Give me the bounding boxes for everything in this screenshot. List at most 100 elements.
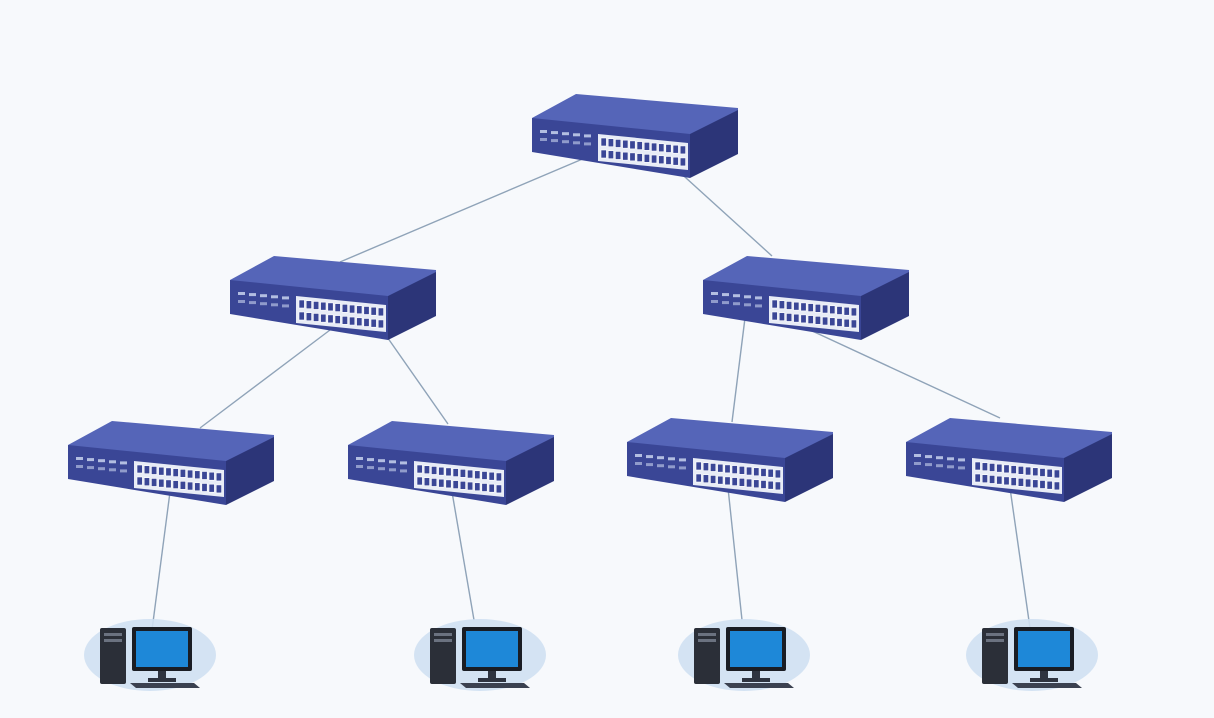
rj45-port	[179, 469, 186, 478]
rj45-port	[702, 462, 709, 472]
rj45-port	[474, 470, 481, 480]
drive-bay	[698, 639, 716, 642]
rj45-port	[208, 483, 215, 493]
rj45-port	[695, 473, 702, 483]
rj45-port	[143, 465, 150, 475]
status-led	[914, 462, 921, 465]
rj45-port	[850, 307, 857, 317]
rj45-port	[731, 465, 738, 474]
link-switch-root-to-switch-l1-left	[339, 154, 593, 263]
rj45-port	[778, 300, 785, 310]
status-led	[573, 141, 580, 145]
rj45-port	[136, 476, 143, 486]
rj45-port	[334, 303, 341, 312]
port-panel	[769, 296, 859, 332]
rj45-port	[615, 151, 622, 160]
network-switch-icon	[906, 418, 1112, 502]
status-led	[711, 300, 718, 303]
rj45-port	[363, 318, 370, 327]
rj45-port	[1039, 480, 1046, 489]
status-led	[282, 304, 289, 308]
rj45-port	[459, 481, 466, 490]
port-panel	[296, 296, 386, 332]
status-led	[87, 458, 94, 462]
status-led	[958, 466, 965, 470]
status-led	[540, 130, 547, 133]
rj45-port	[989, 463, 996, 472]
rj45-port	[710, 475, 717, 484]
status-led	[711, 292, 718, 295]
rj45-port	[423, 465, 430, 475]
pc-tower	[430, 628, 456, 684]
rj45-port	[459, 469, 466, 478]
rj45-port	[974, 473, 981, 483]
rj45-port	[298, 311, 305, 321]
rj45-port	[717, 463, 724, 473]
status-led	[635, 454, 642, 457]
status-led	[936, 464, 943, 468]
rj45-port	[996, 463, 1003, 473]
rj45-port	[416, 476, 423, 486]
rj45-port	[702, 474, 709, 484]
rj45-port	[370, 306, 377, 316]
status-led	[657, 464, 664, 468]
status-led	[573, 133, 580, 137]
rj45-port	[643, 142, 650, 151]
rj45-port	[1017, 478, 1024, 487]
status-led	[722, 293, 729, 297]
rj45-port	[800, 302, 807, 312]
drive-bay	[104, 639, 122, 642]
switch-side-face	[388, 272, 436, 340]
rj45-port	[807, 303, 814, 312]
monitor-stand	[752, 671, 760, 679]
status-led	[540, 138, 547, 141]
rj45-port	[672, 144, 679, 154]
rj45-port	[334, 315, 341, 324]
status-led	[367, 466, 374, 470]
status-led	[378, 459, 385, 463]
monitor-screen	[136, 631, 188, 667]
rj45-port	[1046, 480, 1053, 490]
rj45-port	[187, 481, 194, 491]
link-switch-l2-4-to-computer-4	[1009, 487, 1031, 629]
link-switch-l1-left-to-switch-l2-2	[384, 333, 449, 425]
status-led	[584, 142, 591, 146]
desktop-computer-icon	[84, 619, 216, 691]
rj45-port	[636, 141, 643, 150]
status-led	[755, 296, 762, 300]
rj45-port	[158, 478, 165, 488]
rj45-port	[488, 471, 495, 481]
rj45-port	[760, 480, 767, 489]
status-led	[249, 301, 256, 305]
rj45-port	[767, 468, 774, 478]
rj45-port	[481, 483, 488, 492]
network-switch-icon	[230, 256, 436, 340]
rj45-port	[488, 483, 495, 493]
rj45-port	[305, 300, 312, 310]
rj45-port	[800, 314, 807, 324]
rj45-port	[165, 467, 172, 477]
status-led	[120, 469, 127, 473]
rj45-port	[1017, 466, 1024, 475]
rj45-port	[370, 318, 377, 328]
rj45-port	[298, 299, 305, 309]
rj45-port	[495, 472, 502, 482]
rj45-port	[724, 464, 731, 474]
rj45-port	[651, 142, 658, 152]
rj45-port	[305, 312, 312, 322]
rj45-port	[1039, 468, 1046, 477]
rj45-port	[481, 471, 488, 480]
status-led	[378, 467, 385, 471]
desktop-computer-icon	[414, 619, 546, 691]
status-led	[679, 466, 686, 470]
rj45-port	[341, 316, 348, 325]
rj45-port	[607, 138, 614, 148]
link-switch-l2-2-to-computer-2	[451, 491, 475, 621]
rj45-port	[746, 466, 753, 476]
rj45-port	[215, 484, 222, 494]
port-panel	[414, 461, 504, 497]
rj45-port	[658, 143, 665, 153]
port-panel	[598, 134, 688, 170]
rj45-port	[438, 478, 445, 488]
link-switch-l2-1-to-computer-1	[151, 491, 171, 631]
